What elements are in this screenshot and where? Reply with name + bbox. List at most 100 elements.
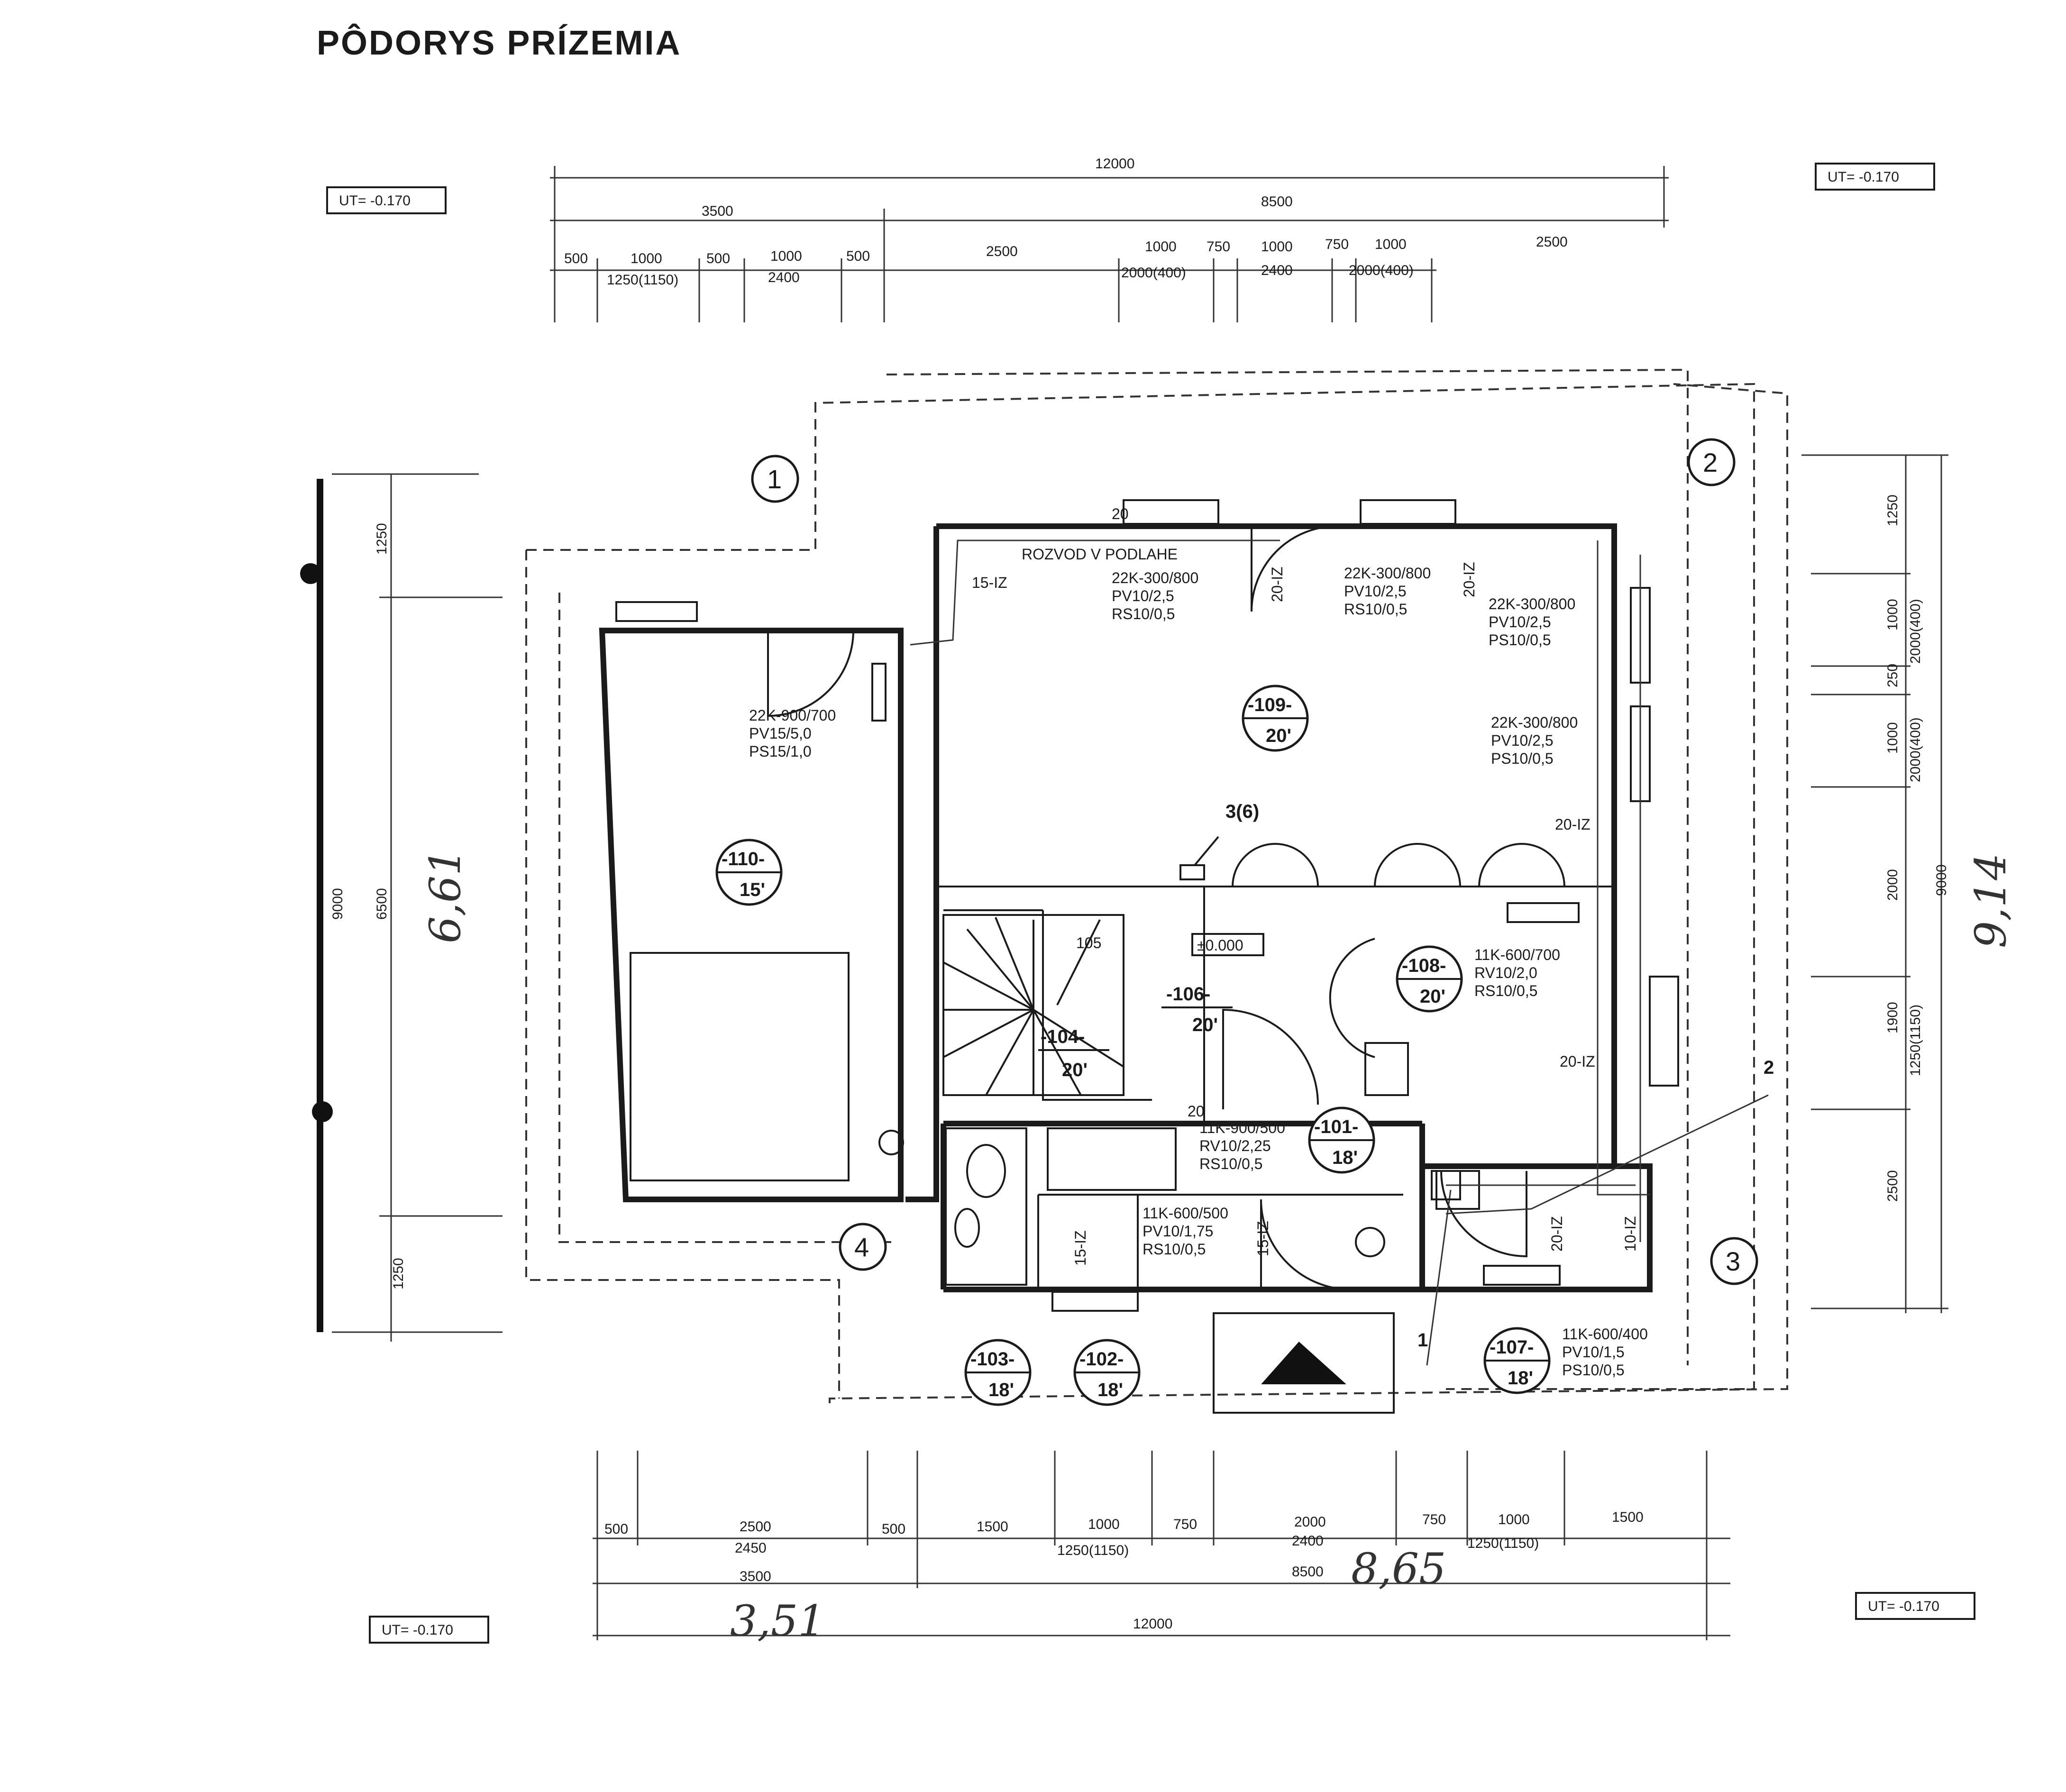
axis-4-label: 4: [854, 1232, 869, 1262]
radiator-spec: 22K-300/800 PV10/2,5 RS10/0,5: [1112, 569, 1198, 622]
svg-text:-108-: -108-: [1402, 955, 1446, 976]
bottom-dimension-chain: 500 2500 500 1500 1000 750 2000 750 1000…: [593, 1451, 1730, 1640]
dim-left-seg: 1250: [391, 1258, 406, 1289]
foundation-outline: [525, 368, 1788, 1403]
radiator-spec: 22K-900/700 PV15/5,0 PS15/1,0: [749, 707, 836, 760]
svg-text:22K-300/800: 22K-300/800: [1489, 595, 1575, 613]
dim-right-seg: 2000: [1885, 869, 1901, 901]
dim-bottom-seg: 750: [1173, 1517, 1197, 1532]
svg-text:20': 20': [1420, 986, 1445, 1007]
dim-bottom-seg: 2000: [1294, 1514, 1326, 1530]
dim-bottom-opening: 2450: [735, 1540, 767, 1556]
svg-text:PS15/1,0: PS15/1,0: [749, 743, 812, 760]
svg-text:-107-: -107-: [1490, 1337, 1534, 1358]
svg-text:22K-900/700: 22K-900/700: [749, 707, 836, 724]
svg-text:22K-300/800: 22K-300/800: [1112, 569, 1198, 586]
room-107: -107- 18': [1483, 1327, 1551, 1394]
top-dimension-chain: 12000 3500 8500 500 1000 500 1000 500 25…: [550, 156, 1669, 322]
svg-text:PV10/1,5: PV10/1,5: [1562, 1344, 1625, 1361]
svg-text:-110-: -110-: [722, 849, 765, 869]
room-106: -106- 20': [1161, 984, 1233, 1035]
svg-text:PS10/0,5: PS10/0,5: [1489, 631, 1551, 649]
pipe-label: 20: [1112, 505, 1129, 522]
handwritten-left: 6,61: [421, 849, 470, 943]
svg-text:UT= -0.170: UT= -0.170: [382, 1622, 453, 1638]
dim-top-opening: 1250(1150): [607, 272, 678, 288]
dim-right-seg: 1000: [1885, 722, 1901, 754]
exterior-walls: [599, 523, 1653, 1292]
pipe-label: 20-IZ: [1269, 567, 1286, 602]
svg-text:-101-: -101-: [1314, 1116, 1358, 1137]
plan-title: PÔDORYS PRÍZEMIA: [317, 24, 681, 62]
svg-text:UT= -0.170: UT= -0.170: [339, 193, 411, 209]
stair-label: 105: [1076, 934, 1101, 951]
room-101: -101- 18': [1308, 1106, 1375, 1174]
svg-text:RS10/0,5: RS10/0,5: [1199, 1155, 1262, 1172]
svg-text:RS10/0,5: RS10/0,5: [1474, 982, 1537, 999]
axis-markers: 1 2 3 4: [751, 438, 1758, 1285]
dim-left-middle: 6500: [374, 888, 390, 920]
marker-2: 2: [1764, 1057, 1774, 1078]
dim-top-seg: 750: [1207, 239, 1230, 255]
pipe-label: 20-IZ: [1560, 1053, 1595, 1070]
dim-right-opening: 1250(1150): [1908, 1005, 1923, 1076]
svg-text:PV10/1,75: PV10/1,75: [1143, 1223, 1213, 1240]
dim-top-seg: 2500: [986, 244, 1018, 259]
dim-top-seg: 2500: [1536, 234, 1568, 250]
dim-bottom-seg: 1500: [977, 1519, 1008, 1535]
dim-right-opening: 2000(400): [1908, 717, 1923, 782]
ut-mark-top-left: UT= -0.170: [326, 186, 447, 214]
room-103: -103- 18': [964, 1339, 1032, 1406]
svg-text:PS10/0,5: PS10/0,5: [1562, 1362, 1625, 1379]
svg-text:18': 18': [1332, 1147, 1358, 1168]
ut-mark-bottom-left: UT= -0.170: [369, 1616, 489, 1644]
dim-right-seg: 1000: [1885, 599, 1901, 631]
dim-top-seg: 1000: [1261, 239, 1293, 255]
svg-text:PS10/0,5: PS10/0,5: [1491, 750, 1554, 767]
dim-bottom-seg: 750: [1422, 1512, 1446, 1527]
dim-right-seg: 1900: [1885, 1002, 1901, 1033]
dim-bottom-seg: 1000: [1498, 1512, 1530, 1527]
axis-3-label: 3: [1726, 1246, 1740, 1276]
radiator-spec: 11K-600/400 PV10/1,5 PS10/0,5: [1562, 1326, 1648, 1379]
svg-text:PV10/2,5: PV10/2,5: [1491, 732, 1554, 749]
radiator-spec: 11K-900/500 RV10/2,25 RS10/0,5: [1199, 1119, 1285, 1172]
dim-bottom-opening: 2400: [1292, 1533, 1324, 1549]
svg-text:18': 18': [1097, 1380, 1123, 1400]
dim-bottom-left: 3500: [740, 1569, 771, 1584]
radiator-spec: 22K-300/800 PV10/2,5 PS10/0,5: [1489, 595, 1575, 649]
svg-text:11K-600/500: 11K-600/500: [1143, 1205, 1228, 1222]
pipe-label: 20-IZ: [1555, 816, 1591, 833]
dim-top-seg: 750: [1325, 237, 1349, 252]
bathroom-fixtures: [630, 952, 1480, 1286]
dim-top-seg: 1000: [770, 248, 802, 264]
svg-text:20': 20': [1062, 1060, 1088, 1080]
svg-text:-102-: -102-: [1079, 1349, 1124, 1370]
pipe-label: 20-IZ: [1461, 562, 1478, 597]
left-dimension-chain: 9000 6500 1250 1250: [300, 473, 503, 1342]
handwritten-bottom-left: 3,51: [730, 1596, 825, 1646]
svg-text:-103-: -103-: [970, 1349, 1015, 1370]
dim-bottom-seg: 2500: [740, 1519, 771, 1535]
handwritten-notes: 6,61 9,14 8,65 3,51: [421, 849, 2016, 1646]
dim-top-seg: 1000: [1375, 237, 1407, 252]
dim-bottom-opening: 1250(1150): [1057, 1543, 1129, 1558]
dim-right-seg: 1250: [1885, 494, 1901, 526]
svg-text:RV10/2,0: RV10/2,0: [1474, 964, 1537, 981]
svg-text:PV10/2,5: PV10/2,5: [1112, 587, 1174, 604]
dim-bottom-overall: 12000: [1133, 1616, 1172, 1632]
dim-right-overall: 9000: [1934, 864, 1949, 896]
svg-text:11K-900/500: 11K-900/500: [1199, 1119, 1285, 1136]
door-swings: [767, 525, 1565, 1290]
svg-text:15': 15': [740, 879, 765, 900]
dim-top-opening: 2000(400): [1121, 265, 1186, 281]
axis-1-label: 1: [767, 464, 782, 494]
pipe-labels: 15-IZ 20-IZ 20-IZ 20-IZ 20-IZ 20-IZ 15-I…: [972, 505, 1639, 1266]
dim-right-seg: 2500: [1885, 1170, 1901, 1202]
svg-text:18': 18': [988, 1380, 1014, 1400]
pipe-label: 15-IZ: [1254, 1221, 1271, 1256]
room-tags: -110- 15' -109- 20' -108- 20' -106- 20' …: [715, 685, 1551, 1406]
dim-bottom-opening: 1250(1150): [1467, 1536, 1539, 1551]
svg-text:RS10/0,5: RS10/0,5: [1143, 1241, 1206, 1258]
level-label: ±0.000: [1197, 937, 1243, 954]
